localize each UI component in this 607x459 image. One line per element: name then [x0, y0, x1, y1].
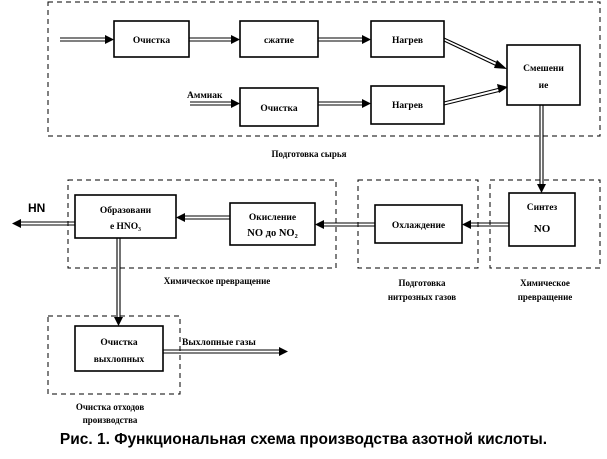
block-label-line-2: выхлопных: [94, 355, 145, 365]
group-waste-cleanup: [47, 315, 181, 395]
block-obrazovanie: Образовани е HNO₃: [74, 194, 177, 239]
group-chemical-conversion-2: [489, 179, 601, 269]
connectors: [12, 35, 546, 356]
block-label-line-2: е HNO₃: [110, 222, 141, 232]
block-label: Нагрев: [392, 36, 423, 46]
block-label-line-1: Образовани: [100, 205, 152, 216]
block-sintez: Синтез NO: [508, 192, 576, 247]
group-chemical-conversion-1: [67, 179, 337, 269]
output-label-hn: HN: [28, 201, 45, 215]
block-ochistka-2: Очистка: [239, 87, 319, 127]
block-label: Очистка: [260, 104, 297, 114]
group-nitrous-gas-prep: [357, 179, 479, 269]
group-caption-chem-1: Химическое превращение: [164, 276, 271, 286]
block-label-line-2: NO до NO₂: [247, 228, 297, 239]
block-nagrev-1: Нагрев: [370, 20, 445, 58]
group-caption-chem-2-line-1: Химическое: [520, 278, 570, 288]
block-label: Нагрев: [392, 101, 423, 111]
group-caption-waste-line-2: производства: [83, 415, 138, 425]
group-raw-material-prep: [47, 1, 601, 137]
block-label-line-2: NO: [534, 223, 551, 235]
block-smeshenie: Смешени ие: [506, 44, 581, 106]
input-label-ammiak: Аммиак: [187, 91, 223, 101]
block-okhlazhdenie: Охлаждение: [374, 204, 463, 244]
block-label-line-2: ие: [539, 81, 549, 91]
block-szhatie: сжатие: [239, 20, 319, 58]
block-ochistka-1: Очистка: [113, 20, 190, 58]
block-nagrev-2: Нагрев: [370, 85, 445, 125]
block-ochistka-vykhlop: Очистка выхлопных: [74, 325, 164, 372]
group-caption-nitrous-line-1: Подготовка: [398, 278, 446, 288]
figure-caption: Рис. 1. Функциональная схема производств…: [59, 431, 548, 448]
block-label: Очистка: [133, 36, 170, 46]
block-label: Охлаждение: [392, 221, 445, 231]
output-label-exhaust: Выхлопные газы: [182, 338, 256, 348]
block-label: сжатие: [264, 36, 294, 46]
group-caption-nitrous-line-2: нитрозных газов: [388, 292, 456, 302]
group-caption-raw-prep: Подготовка сырья: [272, 149, 347, 159]
group-caption-chem-2-line-2: превращение: [518, 292, 573, 302]
group-caption-waste-line-1: Очистка отходов: [76, 402, 145, 412]
block-label-line-1: Смешени: [523, 64, 564, 74]
block-okislenie: Окисление NO до NO₂: [229, 202, 316, 246]
block-label-line-1: Окисление: [249, 213, 296, 223]
block-label-line-1: Синтез: [527, 203, 558, 213]
block-label-line-1: Очистка: [100, 338, 137, 348]
